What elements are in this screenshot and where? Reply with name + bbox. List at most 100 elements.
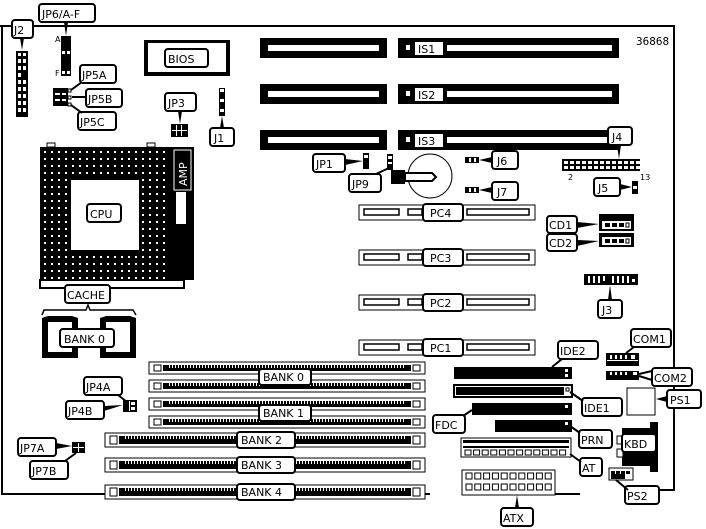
pc1-label: PC1 <box>430 342 451 355</box>
j7-callout: J7 <box>479 181 519 201</box>
j1-header <box>219 88 225 116</box>
j5-label: J5 <box>597 182 608 195</box>
battery <box>391 153 453 199</box>
ide1-callout: IDE1 <box>569 391 623 417</box>
jp5c-label: JP5C <box>79 116 105 129</box>
ps1-callout: PS1 <box>656 389 702 409</box>
fdc-label: FDC <box>435 419 458 432</box>
pci-slot-2: PC2 <box>358 293 536 312</box>
ps2-callout: PS2 <box>615 479 660 505</box>
cd1-connector <box>599 214 634 231</box>
jp1-label: JP1 <box>315 158 333 171</box>
jp4b-label: JP4B <box>67 405 92 418</box>
fdc-callout: FDC <box>432 409 473 434</box>
cpu-label: CPU <box>90 208 112 221</box>
j1-callout: J1 <box>209 116 235 147</box>
bank2-label: BANK 2 <box>241 434 282 447</box>
j6-callout: J6 <box>479 150 519 170</box>
ide1-connector <box>453 384 573 398</box>
jp7a-callout: JP7A <box>17 437 72 457</box>
ide2-label: IDE2 <box>560 345 586 358</box>
prn-connector <box>495 420 572 432</box>
cd2-callout: CD2 <box>546 233 599 252</box>
jp6-pin-a: A <box>55 35 61 44</box>
cd2-connector <box>599 233 634 247</box>
j5-callout: J5 <box>593 177 632 197</box>
cd1-label: CD1 <box>549 219 572 232</box>
jp6-pin-f: F <box>55 69 60 78</box>
jp6-header: A F <box>55 35 71 78</box>
jp5a-label: JP5A <box>81 69 107 82</box>
com2-callout: COM2 <box>638 367 693 387</box>
bank1-label: BANK 1 <box>263 407 304 420</box>
ps1-connector <box>626 387 656 416</box>
kbd-label: KBD <box>624 438 647 451</box>
com1-callout: COM1 <box>625 328 672 354</box>
j1-label: J1 <box>213 132 224 145</box>
jp7b-callout: JP7B <box>29 452 77 480</box>
ps1-label: PS1 <box>670 394 691 407</box>
jp4-header <box>123 400 137 412</box>
j4-pin-13: 13 <box>640 173 650 182</box>
fdc-connector <box>472 403 572 415</box>
is1-label: IS1 <box>418 43 435 56</box>
j4-pin-2: 2 <box>568 173 573 182</box>
j4-callout: J4 <box>607 126 633 159</box>
bios-chip: BIOS <box>144 40 230 76</box>
j3-header <box>584 274 638 285</box>
prn-callout: PRN <box>569 425 613 449</box>
bank4-callout: BANK 4 <box>236 483 296 501</box>
kbd-connector: KBD <box>616 422 658 472</box>
jp4a-callout: JP4A <box>83 376 128 403</box>
cd1-callout: CD1 <box>546 215 599 234</box>
jp4a-label: JP4A <box>85 381 111 394</box>
jp6-label: JP6/A-F <box>41 8 80 21</box>
cache-bank-label: BANK 0 <box>64 333 105 346</box>
cpu-socket: CPU AMP <box>39 142 194 289</box>
pc2-label: PC2 <box>430 297 451 310</box>
jp9-label: JP9 <box>351 178 369 191</box>
atx-callout: ATX <box>500 495 534 527</box>
jp7a-label: JP7A <box>19 442 45 455</box>
jp7-header <box>72 442 85 453</box>
jp7b-label: JP7B <box>31 465 56 478</box>
atx-label: ATX <box>503 512 524 525</box>
ide2-callout: IDE2 <box>551 340 599 368</box>
board-outline-top-right <box>0 25 675 491</box>
bank2-callout: BANK 2 <box>236 431 296 449</box>
jp5b-label: JP5B <box>87 93 112 106</box>
jp6-callout: JP6/A-F <box>38 3 96 36</box>
com2-header <box>606 371 639 380</box>
j3-callout: J3 <box>597 285 623 319</box>
prn-label: PRN <box>581 434 604 447</box>
cache-label: CACHE <box>67 289 105 302</box>
at-callout: AT <box>569 453 603 477</box>
j4-header: 2 13 <box>562 159 650 182</box>
j3-label: J3 <box>601 304 612 317</box>
j2-header <box>16 51 28 117</box>
ide1-label: IDE1 <box>584 402 610 415</box>
j6-label: J6 <box>496 155 507 168</box>
j7-label: J7 <box>496 186 507 199</box>
pc3-label: PC3 <box>430 252 451 265</box>
bank0-callout: BANK 0 <box>258 368 312 386</box>
is2-label: IS2 <box>418 89 435 102</box>
j6-header <box>465 157 479 163</box>
cd2-label: CD2 <box>549 237 572 250</box>
isa-slot-2: IS2 <box>260 84 619 104</box>
pci-slot-1: PC1 <box>358 338 536 357</box>
board-id: 36868 <box>636 35 669 48</box>
jp1-callout: JP1 <box>312 153 363 173</box>
bank0-label: BANK 0 <box>263 371 304 384</box>
isa-slot-3: IS3 <box>260 130 619 150</box>
jp5b-callout: JP5B <box>72 88 123 108</box>
j2-callout: J2 <box>11 19 34 50</box>
pci-slot-3: PC3 <box>358 248 536 267</box>
pci-slot-4: PC4 <box>358 203 536 222</box>
bank3-label: BANK 3 <box>241 459 282 472</box>
j5-header <box>632 181 638 194</box>
atx-power-connector <box>461 469 556 496</box>
com2-label: COM2 <box>654 372 687 385</box>
ps2-header <box>608 467 634 481</box>
cache-callout: CACHE <box>41 284 137 316</box>
